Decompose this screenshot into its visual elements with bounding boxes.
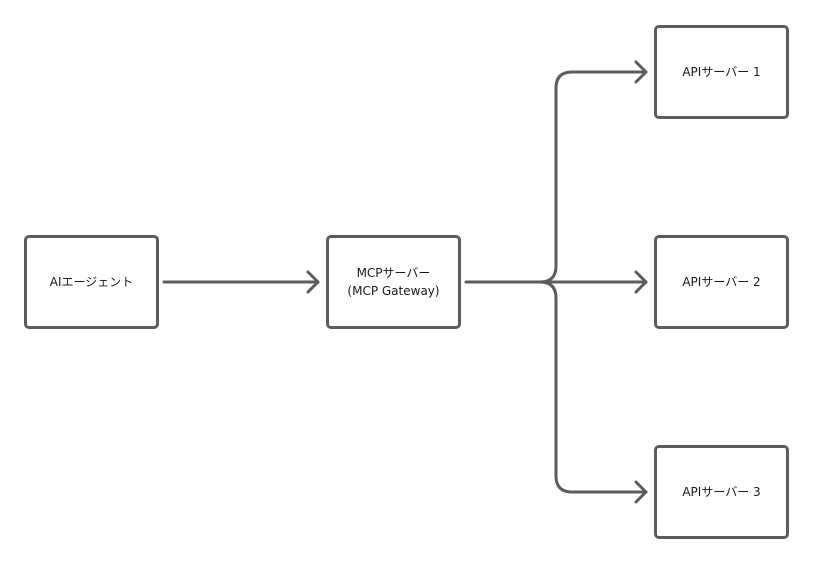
- arrowhead-api3: [634, 480, 648, 504]
- node-ai-agent-label: AIエージェント: [49, 275, 134, 289]
- node-mcp-server-label-line1: MCPサーバー: [356, 266, 431, 280]
- node-api-server-1: APIサーバー 1: [654, 25, 789, 119]
- node-api-server-3: APIサーバー 3: [654, 445, 789, 539]
- arrowhead-mcp: [306, 270, 320, 294]
- node-mcp-server: MCPサーバー (MCP Gateway): [326, 235, 461, 329]
- edge-mcp-to-api3: [538, 280, 648, 494]
- node-api-server-2: APIサーバー 2: [654, 235, 789, 329]
- node-api-server-3-label: APIサーバー 3: [682, 485, 761, 499]
- node-mcp-server-label-line2: (MCP Gateway): [347, 284, 440, 298]
- arrowhead-api1: [634, 60, 648, 84]
- node-ai-agent: AIエージェント: [24, 235, 159, 329]
- edge-mcp-to-api1: [538, 70, 648, 284]
- node-api-server-1-label: APIサーバー 1: [682, 65, 761, 79]
- arrowhead-api2: [634, 270, 648, 294]
- node-api-server-2-label: APIサーバー 2: [682, 275, 761, 289]
